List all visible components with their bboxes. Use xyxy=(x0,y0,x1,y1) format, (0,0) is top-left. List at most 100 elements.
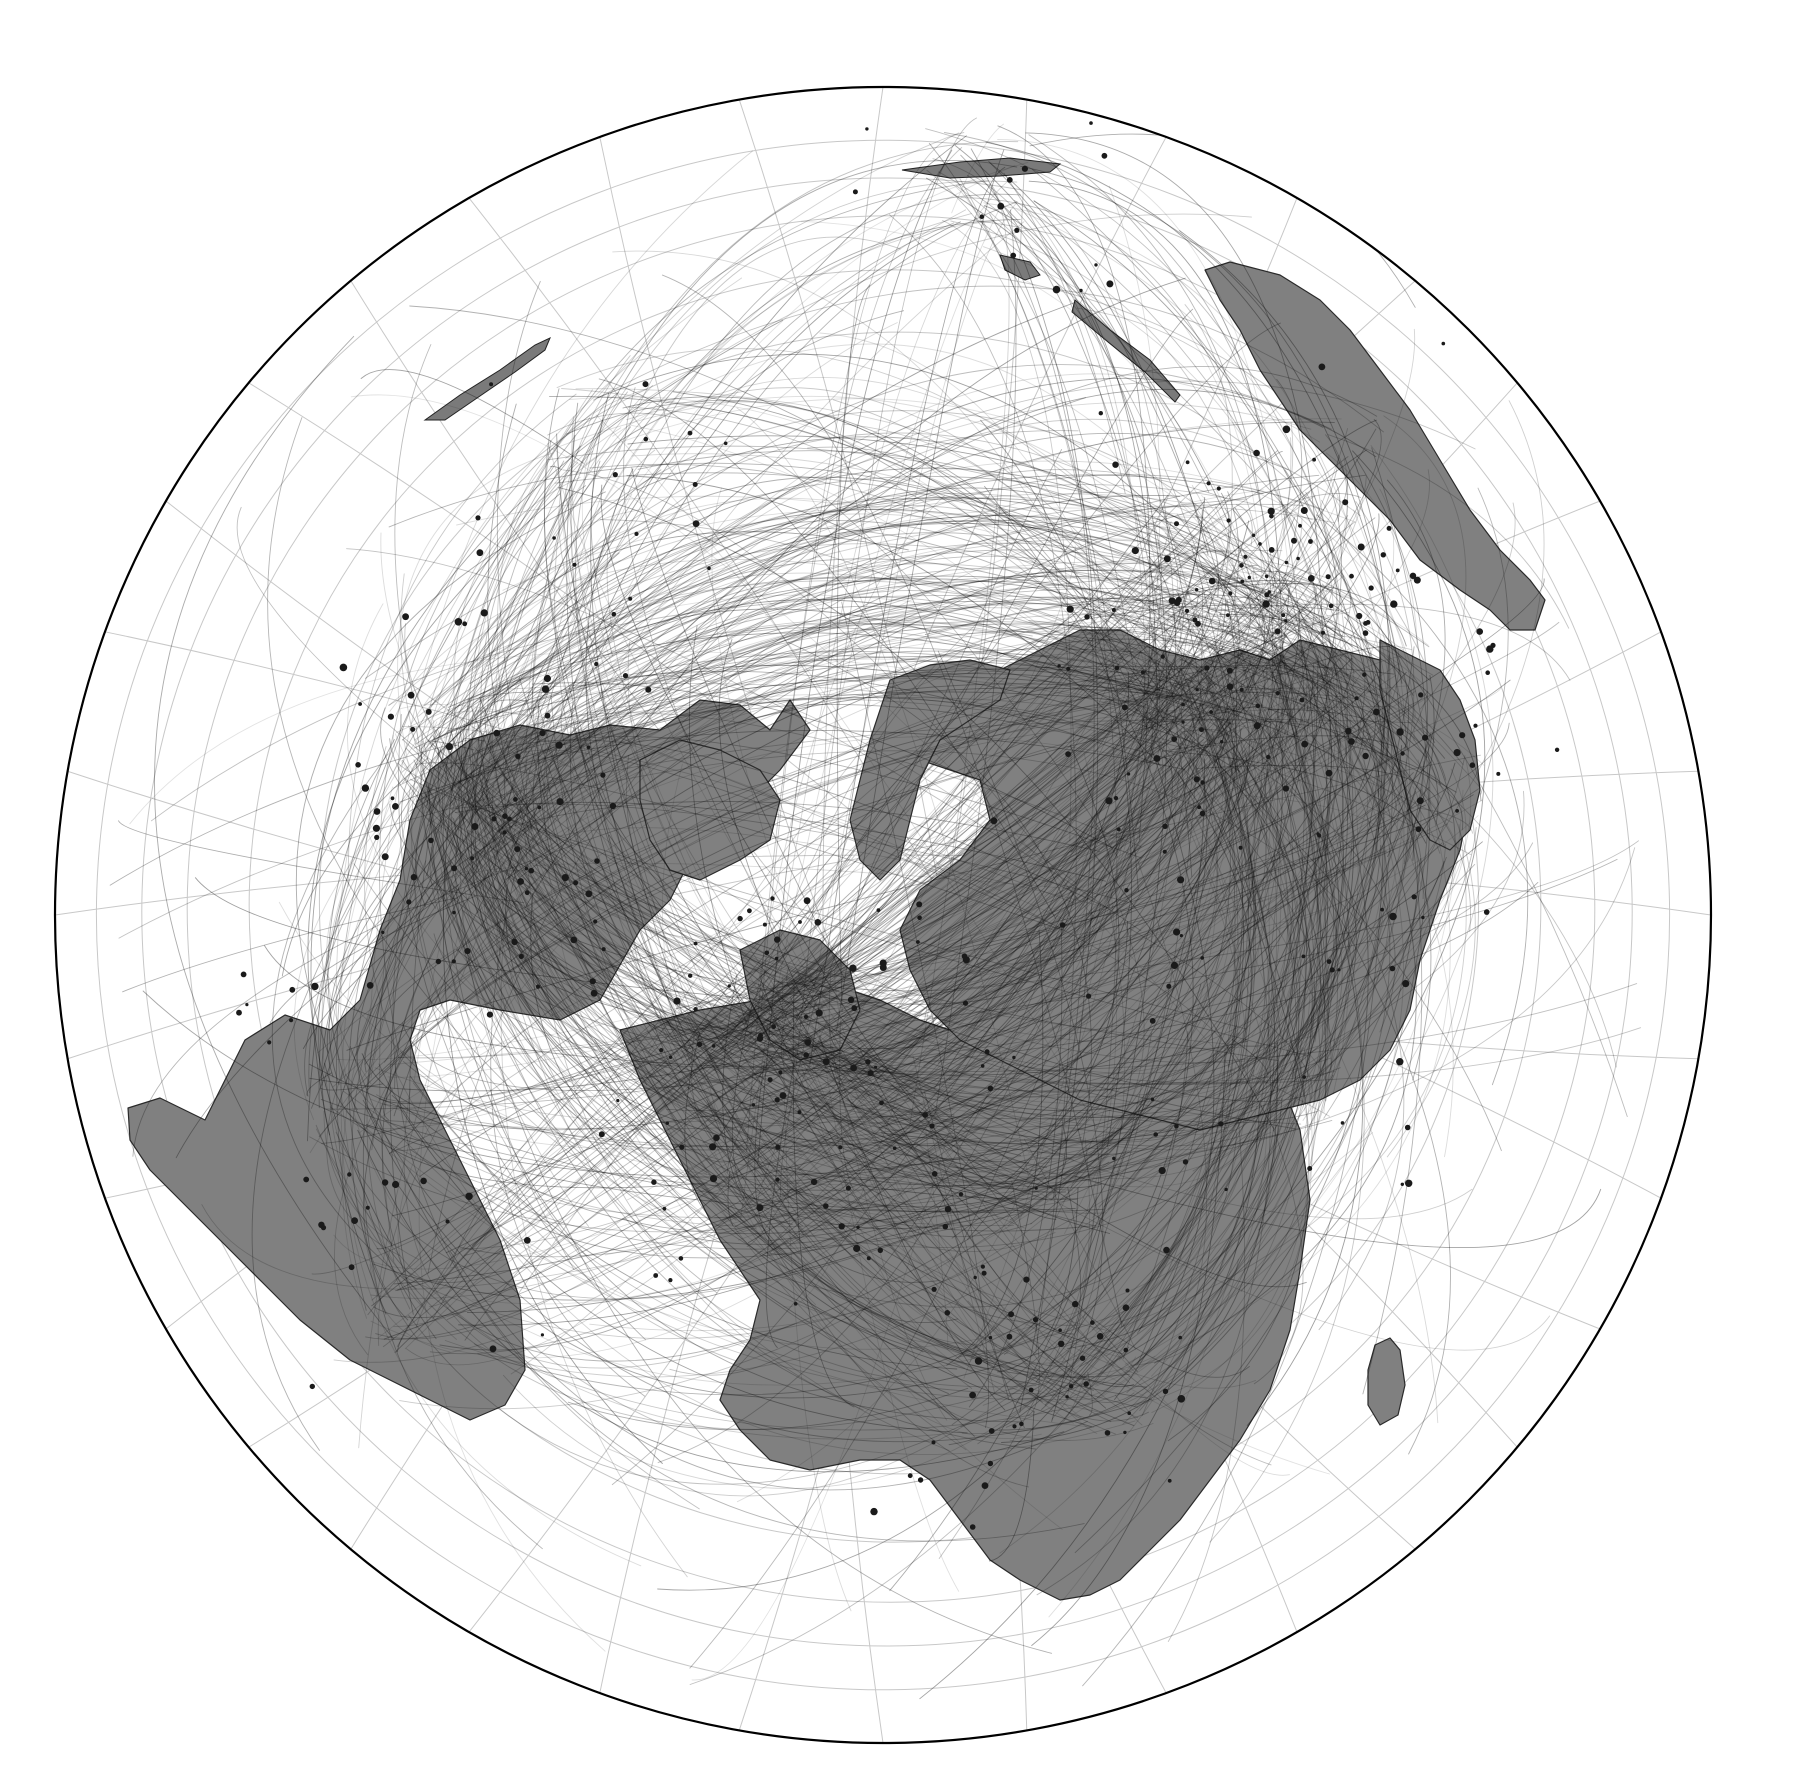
flight-route xyxy=(486,497,1211,667)
flight-route xyxy=(378,1063,1039,1259)
flight-route xyxy=(749,1024,1238,1112)
airport-marker xyxy=(810,1178,818,1186)
flight-route xyxy=(802,202,1018,1048)
flight-route xyxy=(381,810,514,1273)
flight-route xyxy=(751,584,1286,1053)
flight-route xyxy=(784,841,1113,1027)
flight-route xyxy=(1033,200,1176,630)
airport-marker xyxy=(1140,670,1145,675)
airport-marker xyxy=(1301,740,1309,748)
flight-route xyxy=(460,755,789,999)
flight-route xyxy=(737,613,1198,1059)
flight-route xyxy=(755,1031,1315,1105)
flight-route xyxy=(389,803,738,1038)
flight-route xyxy=(1129,498,1349,1410)
flight-route xyxy=(346,548,1142,932)
airport-marker xyxy=(491,816,497,822)
flight-route xyxy=(687,1016,1056,1253)
flight-route xyxy=(487,403,956,1421)
flight-route xyxy=(575,420,998,1348)
flight-route xyxy=(685,622,1274,1096)
flight-route xyxy=(556,348,1209,608)
flight-route xyxy=(516,898,733,1011)
flight-route xyxy=(770,1215,939,1283)
airport-marker xyxy=(803,897,811,905)
flight-route xyxy=(546,209,967,669)
airport-marker xyxy=(679,1144,685,1150)
flight-route xyxy=(743,1053,823,1126)
airport-marker xyxy=(866,1256,871,1261)
airport-marker xyxy=(1057,664,1061,668)
airport-marker xyxy=(535,984,541,989)
flight-route xyxy=(496,388,648,863)
airport-marker xyxy=(528,867,535,874)
flight-route xyxy=(834,500,1205,969)
flight-route xyxy=(433,933,667,1068)
airport-marker xyxy=(1409,572,1417,579)
flight-route xyxy=(750,989,790,1005)
flight-route xyxy=(834,728,1242,1071)
airport-marker xyxy=(1149,1018,1156,1024)
flight-route xyxy=(1088,732,1344,1177)
flight-route xyxy=(1194,615,1416,717)
flight-route xyxy=(340,766,446,1277)
flight-route xyxy=(402,1061,955,1148)
airport-marker xyxy=(451,959,456,964)
airport-marker xyxy=(1300,507,1308,514)
flight-route xyxy=(380,707,479,868)
flight-route xyxy=(1023,1138,1136,1350)
flight-route xyxy=(1053,1137,1091,1349)
flight-route xyxy=(1161,735,1397,752)
flight-route xyxy=(593,285,1384,433)
flight-route xyxy=(974,216,1628,1118)
flight-route xyxy=(688,625,749,1028)
airport-marker xyxy=(1153,1132,1158,1137)
airport-marker xyxy=(1032,1317,1039,1323)
flight-route xyxy=(905,1089,1131,1384)
flight-route xyxy=(451,803,1129,903)
flight-route xyxy=(766,209,1000,1043)
airport-marker xyxy=(511,938,518,946)
flight-route xyxy=(748,1029,1473,1220)
flight-route xyxy=(694,1048,787,1059)
flight-route xyxy=(1077,569,1282,1126)
flight-route xyxy=(1325,452,1418,648)
flight-route xyxy=(492,807,990,1365)
flight-route xyxy=(793,1040,965,1369)
flight-route xyxy=(525,322,898,845)
flight-route xyxy=(118,820,525,904)
flight-route xyxy=(734,989,796,1018)
airport-marker xyxy=(303,1176,310,1183)
flight-route xyxy=(132,668,1208,1157)
flight-route xyxy=(1159,534,1269,598)
flight-route xyxy=(843,423,1161,675)
graticule-meridian xyxy=(248,382,1518,1448)
flight-route xyxy=(439,844,1037,1450)
flight-route xyxy=(1148,564,1258,634)
flight-route xyxy=(786,972,1214,1099)
flight-route xyxy=(1196,764,1439,806)
flight-route xyxy=(1241,689,1319,1115)
airport-marker xyxy=(366,982,374,989)
flight-route xyxy=(485,778,1110,1150)
flight-route xyxy=(1181,725,1321,1132)
flight-route xyxy=(963,185,1161,1379)
airport-marker xyxy=(435,958,442,965)
land-inner-west-coast xyxy=(639,739,781,881)
flight-route xyxy=(1164,501,1296,736)
flight-route xyxy=(412,1082,1042,1395)
airport-marker xyxy=(803,1014,809,1020)
flight-route xyxy=(1139,644,1319,1411)
flight-route xyxy=(1213,715,1357,1063)
flight-route xyxy=(363,690,543,1550)
flight-route xyxy=(457,888,950,1452)
flight-route xyxy=(448,705,1240,1050)
flight-route xyxy=(449,659,1076,1267)
flight-route xyxy=(1011,1180,1040,1416)
airport-marker xyxy=(1006,177,1013,183)
flight-route xyxy=(798,637,1161,1172)
flight-route xyxy=(850,670,1171,1105)
flight-route xyxy=(710,1086,1156,1376)
